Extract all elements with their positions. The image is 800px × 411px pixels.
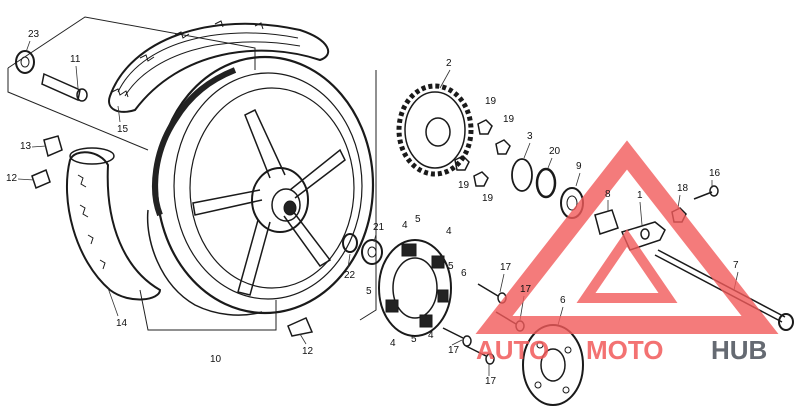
callout-c1: 1	[637, 190, 643, 201]
callout-c21: 21	[373, 222, 385, 233]
clip-13	[43, 135, 63, 158]
callout-c19b: 19	[503, 114, 515, 125]
axle-sleeve	[41, 72, 88, 102]
watermark-word-auto: AUTO	[476, 335, 549, 365]
callout-c17b: 17	[520, 284, 532, 295]
automotohub-watermark: AUTO MOTO HUB	[475, 140, 779, 365]
group-frames	[7, 16, 377, 331]
callout-c19d: 19	[482, 193, 494, 204]
bolt-16	[693, 185, 719, 200]
tire-group-frame	[7, 16, 256, 151]
wheel-group-frame	[139, 70, 377, 331]
sprocket-nuts	[454, 119, 511, 187]
dust-seal	[15, 50, 35, 74]
callout-c13: 13	[20, 141, 32, 152]
callout-c4b: 4	[446, 226, 452, 237]
callout-c17c: 17	[448, 345, 460, 356]
callout-c20: 20	[549, 146, 561, 157]
callout-c6b: 6	[560, 295, 566, 306]
callout-c12a: 12	[6, 173, 18, 184]
wheel-rim	[146, 55, 375, 316]
seal-22	[342, 233, 358, 253]
damper-hub	[378, 239, 452, 337]
callout-c10: 10	[210, 354, 222, 365]
callout-c5c: 5	[366, 286, 372, 297]
callout-c5a: 5	[415, 214, 421, 225]
wheel-spokes	[192, 108, 346, 296]
callout-c9: 9	[576, 161, 582, 172]
callout-c18: 18	[677, 183, 689, 194]
balance-weight-12b	[287, 317, 314, 337]
collar-8	[594, 209, 619, 235]
callout-c17a: 17	[500, 262, 512, 273]
callout-c2: 2	[446, 58, 452, 69]
callout-c23a: 23	[28, 29, 40, 40]
sprocket	[396, 83, 474, 177]
callout-c19a: 19	[485, 96, 497, 107]
callout-c4d: 4	[428, 330, 434, 341]
callout-c12b: 12	[302, 346, 314, 357]
watermark-triangle-inner	[576, 229, 678, 303]
circlip-20	[535, 167, 557, 199]
callout-numbers: 23 11 15 13 12 14 10 12 2 19 19 3 20 9 19 19 8 1 18 16 7 21 22…	[6, 29, 739, 387]
ring-3	[511, 158, 533, 192]
balance-weight-12a	[31, 168, 51, 190]
watermark-triangle-outer	[475, 140, 779, 334]
callout-c16: 16	[709, 168, 721, 179]
callout-c22: 22	[344, 270, 356, 281]
callout-c11: 11	[70, 54, 81, 65]
callout-c7: 7	[733, 260, 739, 271]
callout-c5b: 5	[448, 261, 454, 272]
callout-c17d: 17	[485, 376, 497, 387]
callout-c4c: 4	[390, 338, 396, 349]
callout-c5d: 5	[411, 334, 417, 345]
watermark-word-moto: MOTO	[586, 335, 664, 365]
tire-upper	[108, 20, 330, 113]
callout-c6a: 6	[461, 268, 467, 279]
watermark-word-hub: HUB	[711, 335, 767, 365]
callout-c4a: 4	[402, 220, 408, 231]
callout-c8: 8	[605, 189, 611, 200]
callout-c15: 15	[117, 124, 129, 135]
bearing-21	[361, 239, 383, 265]
tire-lower	[66, 147, 162, 301]
callout-c19c: 19	[458, 180, 470, 191]
callout-c3: 3	[527, 131, 533, 142]
callout-c14: 14	[116, 318, 128, 329]
wheel-hub	[251, 167, 309, 233]
